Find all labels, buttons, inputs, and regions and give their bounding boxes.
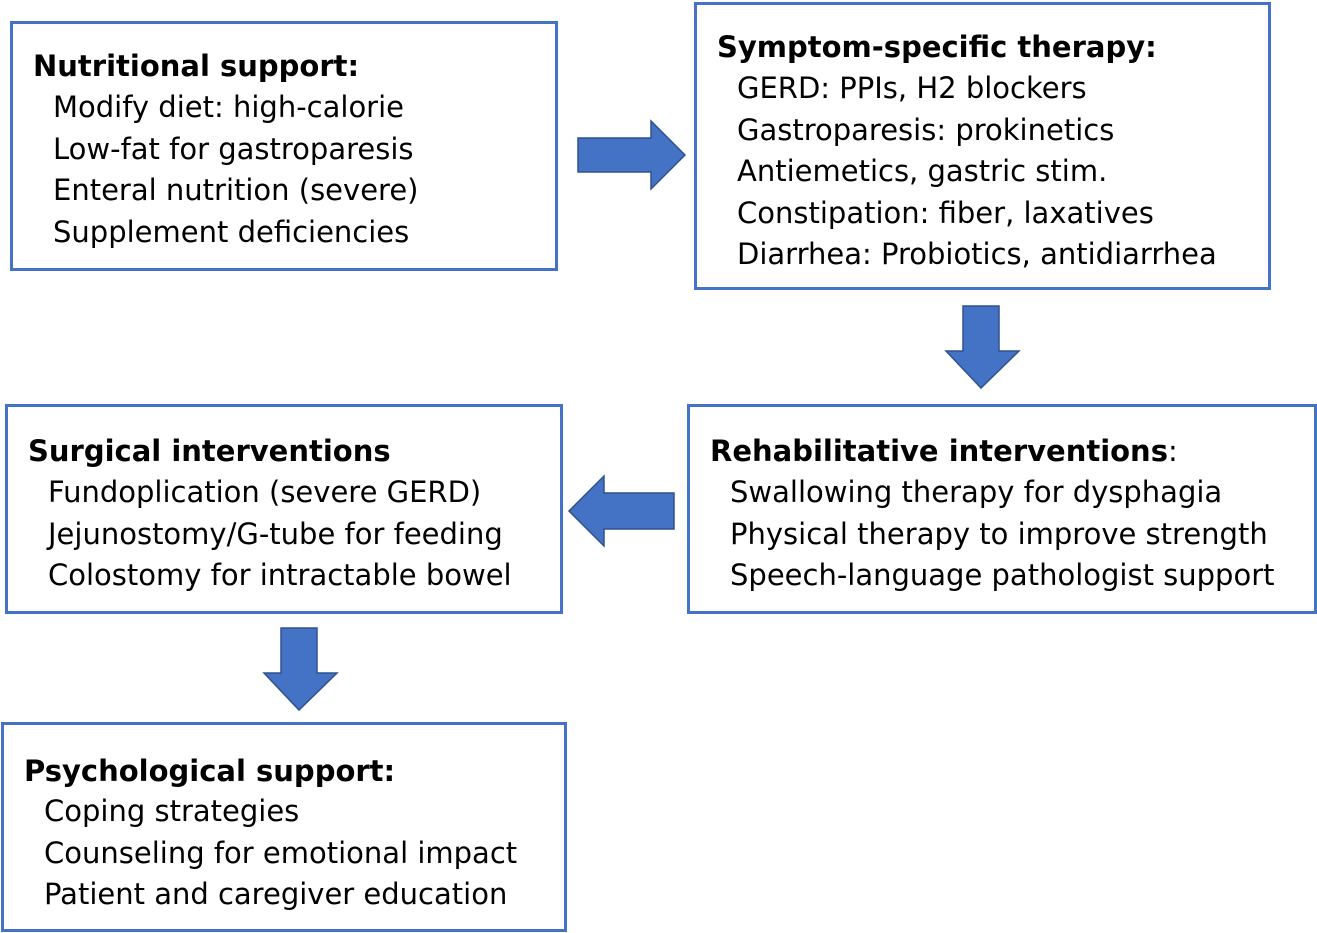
surgical-interventions-list: Fundoplication (severe GERD) Jejunostomy… [48, 472, 512, 597]
arrow-right-icon [577, 119, 687, 191]
list-item: Supplement deficiencies [53, 214, 410, 249]
list-item: Coping strategies [44, 794, 300, 828]
nutritional-support-title: Nutritional support: [33, 49, 360, 83]
symptom-therapy-box: Symptom-specific therapy: GERD: PPIs, H2… [694, 2, 1271, 290]
arrow-left-icon [567, 474, 675, 548]
list-item: GERD: PPIs, H2 blockers [737, 71, 1087, 105]
list-item: Antiemetics, gastric stim. [737, 154, 1108, 188]
list-item: Colostomy for intractable bowel [48, 558, 512, 592]
symptom-therapy-title: Symptom-specific therapy: [717, 30, 1157, 64]
surgical-interventions-box: Surgical interventions Fundoplication (s… [5, 404, 563, 614]
list-item: Fundoplication (severe GERD) [48, 475, 482, 509]
rehabilitative-interventions-box: Rehabilitative interventions: Swallowing… [687, 404, 1317, 614]
nutritional-support-list: Modify diet: high-calorie Low-fat for ga… [53, 87, 418, 253]
list-item: Modify diet: high-calorie [53, 90, 405, 124]
list-item: Speech-language pathologist support [730, 558, 1275, 592]
rehabilitative-interventions-list: Swallowing therapy for dysphagia Physica… [730, 472, 1275, 597]
nutritional-support-box: Nutritional support: Modify diet: high-c… [10, 21, 558, 271]
rehabilitative-interventions-title-text: Rehabilitative interventions [710, 434, 1168, 468]
list-item: Physical therapy to improve strength [730, 516, 1268, 551]
symptom-therapy-list: GERD: PPIs, H2 blockers Gastroparesis: p… [737, 68, 1217, 276]
list-item: Constipation: fiber, laxatives [737, 195, 1154, 230]
list-item: Diarrhea: Probiotics, antidiarrhea [737, 237, 1217, 271]
list-item: Enteral nutrition (severe) [53, 173, 419, 207]
arrow-down-icon [262, 627, 339, 712]
rehabilitative-interventions-title: Rehabilitative interventions: [710, 434, 1178, 468]
list-item: Gastroparesis: prokinetics [737, 112, 1115, 147]
surgical-interventions-title: Surgical interventions [28, 434, 391, 468]
psychological-support-title: Psychological support: [24, 754, 396, 788]
arrow-down-icon [944, 305, 1021, 390]
list-item: Counseling for emotional impact [44, 835, 518, 870]
list-item: Patient and caregiver education [44, 877, 508, 911]
list-item: Jejunostomy/G-tube for feeding [48, 516, 503, 551]
psychological-support-box: Psychological support: Coping strategies… [1, 722, 567, 932]
rehabilitative-interventions-title-colon: : [1167, 434, 1178, 468]
psychological-support-list: Coping strategies Counseling for emotion… [44, 791, 517, 916]
list-item: Low-fat for gastroparesis [53, 131, 414, 166]
list-item: Swallowing therapy for dysphagia [730, 475, 1223, 509]
